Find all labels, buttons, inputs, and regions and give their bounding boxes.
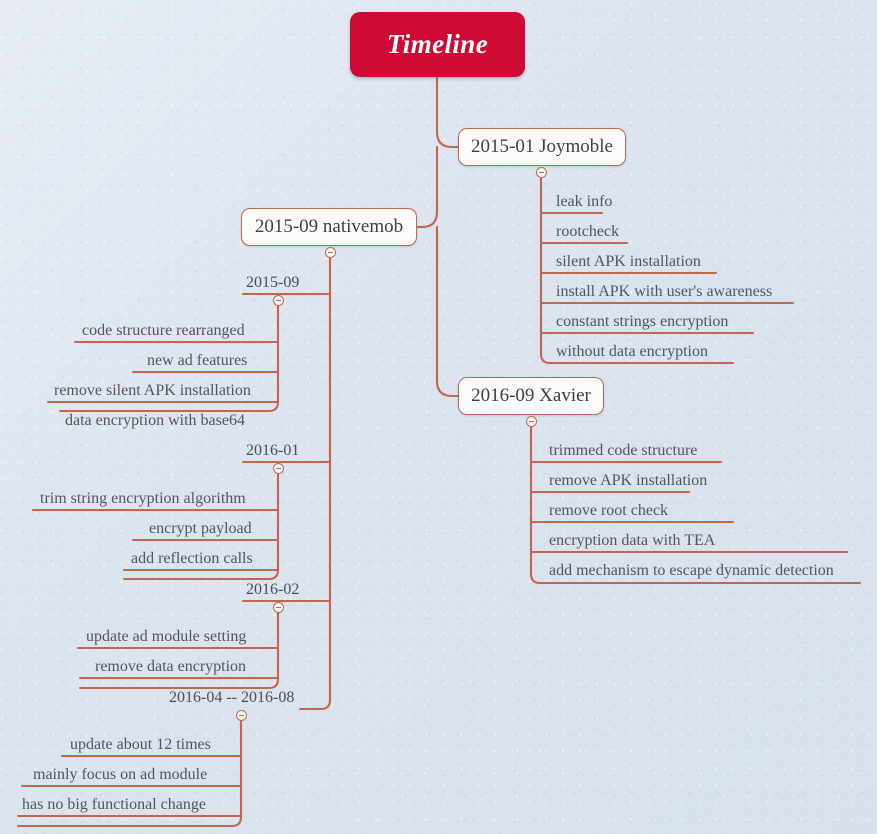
leaf-item[interactable]: remove root check	[549, 502, 669, 519]
collapse-toggle-2016-01[interactable]	[273, 463, 284, 474]
leaf-item[interactable]: update ad module setting	[86, 628, 247, 645]
leaf-item[interactable]: remove silent APK installation	[54, 382, 251, 399]
leaf-item[interactable]: trim string encryption algorithm	[40, 490, 246, 507]
branch-node-nativemob[interactable]: 2015-09 nativemob	[241, 208, 417, 246]
leaf-item[interactable]: new ad features	[147, 352, 248, 369]
date-label-2016-04-2016-08[interactable]: 2016-04 -- 2016-08	[169, 689, 295, 706]
leaf-item[interactable]: mainly focus on ad module	[33, 766, 208, 783]
leaf-item[interactable]: code structure rearranged	[82, 322, 245, 339]
collapse-toggle-2015-09[interactable]	[273, 295, 284, 306]
branch-label-nativemob: 2015-09 nativemob	[254, 216, 404, 237]
branch-label-joymoble: 2015-01 Joymoble	[471, 136, 613, 157]
leaf-item[interactable]: trimmed code structure	[549, 442, 698, 459]
branch-node-joymoble[interactable]: 2015-01 Joymoble	[458, 128, 626, 166]
leaf-item[interactable]: install APK with user's awareness	[556, 283, 773, 300]
root-label: Timeline	[386, 29, 489, 59]
collapse-toggle-joymoble[interactable]	[536, 167, 547, 178]
leaf-item[interactable]: remove APK installation	[549, 472, 708, 489]
leaf-item[interactable]: constant strings encryption	[556, 313, 729, 330]
branch-label-xavier: 2016-09 Xavier	[471, 385, 591, 406]
leaf-item[interactable]: without data encryption	[556, 343, 708, 360]
collapse-toggle-xavier[interactable]	[526, 416, 537, 427]
leaf-item[interactable]: update about 12 times	[70, 736, 211, 753]
leaf-item[interactable]: leak info	[556, 193, 613, 210]
leaf-item[interactable]: add reflection calls	[131, 550, 253, 567]
leaf-item[interactable]: add mechanism to escape dynamic detectio…	[549, 562, 834, 579]
date-label-2016-02[interactable]: 2016-02	[246, 581, 300, 598]
branch-node-xavier[interactable]: 2016-09 Xavier	[458, 377, 604, 415]
date-label-2016-01[interactable]: 2016-01	[246, 442, 300, 459]
leaf-item[interactable]: silent APK installation	[556, 253, 701, 270]
leaf-item[interactable]: rootcheck	[556, 223, 620, 240]
leaf-item[interactable]: encrypt payload	[149, 520, 252, 537]
leaf-item[interactable]: data encryption with base64	[65, 412, 245, 429]
collapse-toggle-2016-04[interactable]	[236, 710, 247, 721]
date-label-2015-09[interactable]: 2015-09	[246, 274, 300, 291]
root-node[interactable]: Timeline	[350, 12, 525, 77]
leaf-item[interactable]: remove data encryption	[95, 658, 247, 675]
leaf-item[interactable]: encryption data with TEA	[549, 532, 716, 549]
leaf-item[interactable]: has no big functional change	[22, 796, 206, 813]
collapse-toggle-2016-02[interactable]	[273, 602, 284, 613]
collapse-toggle-nativemob[interactable]	[325, 247, 336, 258]
